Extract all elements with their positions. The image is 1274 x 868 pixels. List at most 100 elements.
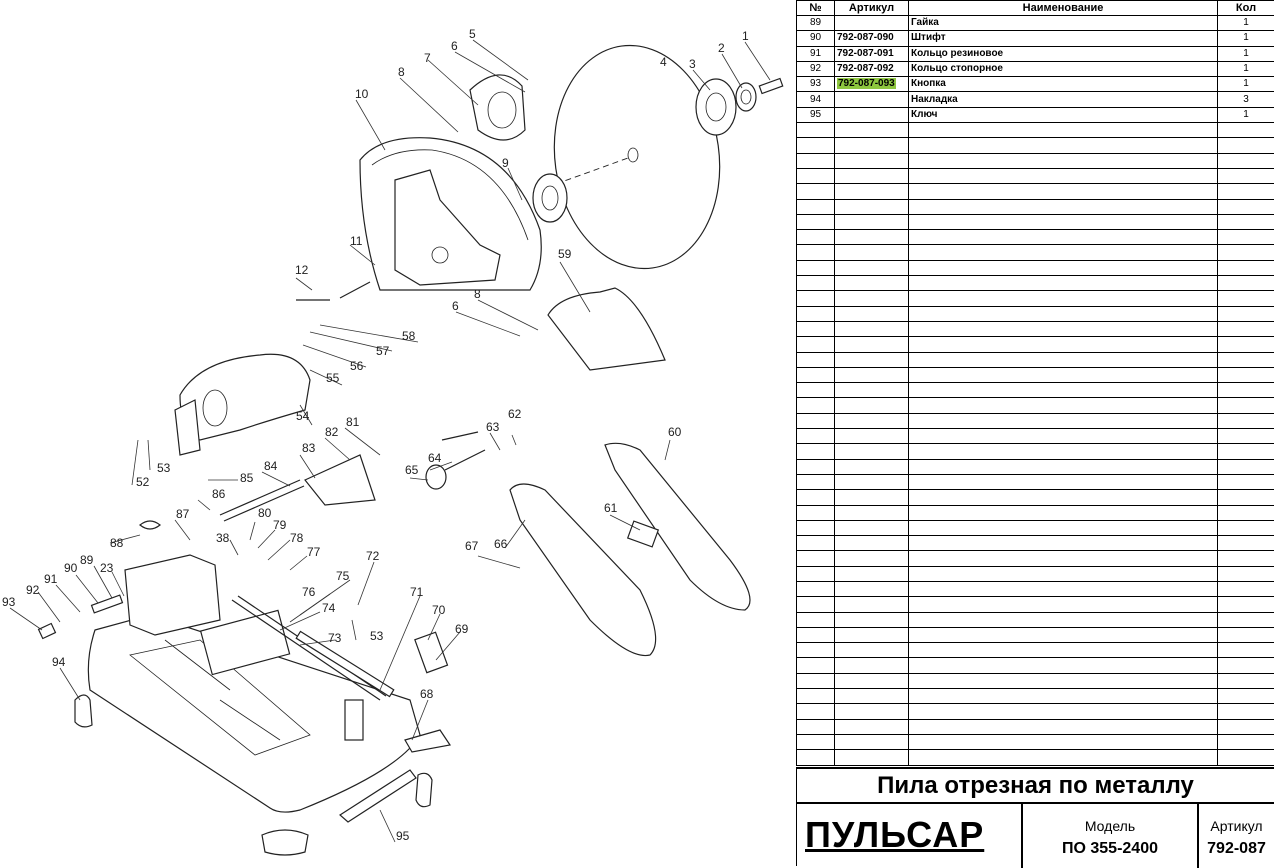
cell-name: Кольцо резиновое — [909, 46, 1218, 61]
cell-qty — [1218, 719, 1274, 734]
callout-10: 10 — [355, 87, 369, 101]
saw-blade — [540, 35, 734, 280]
callout-53: 53 — [157, 461, 171, 475]
cell-name — [909, 474, 1218, 489]
cell-name: Штифт — [909, 31, 1218, 46]
cell-no — [797, 612, 835, 627]
empty-row — [797, 199, 1274, 214]
cell-name — [909, 490, 1218, 505]
cell-no — [797, 276, 835, 291]
callout-54: 54 — [296, 409, 310, 423]
cell-article: 792-087-092 — [835, 61, 909, 76]
cell-qty — [1218, 612, 1274, 627]
cell-no — [797, 536, 835, 551]
empty-row — [797, 612, 1274, 627]
empty-row — [797, 291, 1274, 306]
cell-name — [909, 704, 1218, 719]
cell-no — [797, 704, 835, 719]
bracket — [305, 455, 375, 505]
motor-housing — [180, 354, 310, 440]
callout-6: 6 — [451, 39, 458, 53]
cell-no — [797, 138, 835, 153]
cell-no — [797, 291, 835, 306]
cell-article: 792-087-090 — [835, 31, 909, 46]
empty-row — [797, 337, 1274, 352]
callout-64: 64 — [428, 451, 442, 465]
cell-name: Гайка — [909, 16, 1218, 31]
header-qty: Кол — [1218, 1, 1274, 16]
cell-article — [835, 566, 909, 581]
empty-row — [797, 413, 1274, 428]
cell-article — [835, 16, 909, 31]
callout-2: 2 — [718, 41, 725, 55]
cell-qty — [1218, 291, 1274, 306]
cell-no — [797, 367, 835, 382]
callout-56: 56 — [350, 359, 364, 373]
empty-row — [797, 505, 1274, 520]
cell-no: 90 — [797, 31, 835, 46]
empty-row — [797, 536, 1274, 551]
empty-row — [797, 260, 1274, 275]
empty-row — [797, 459, 1274, 474]
cell-name — [909, 689, 1218, 704]
empty-row — [797, 153, 1274, 168]
callout-94: 94 — [52, 655, 66, 669]
empty-row — [797, 734, 1274, 749]
cell-article — [835, 123, 909, 138]
cell-name — [909, 750, 1218, 765]
article-caption: Артикул — [1199, 818, 1274, 834]
cell-name: Накладка — [909, 92, 1218, 107]
cell-name — [909, 230, 1218, 245]
cell-no — [797, 551, 835, 566]
callout-53b: 53 — [370, 629, 384, 643]
cell-qty — [1218, 337, 1274, 352]
cell-name — [909, 214, 1218, 229]
vice-plate — [125, 555, 220, 635]
empty-row — [797, 597, 1274, 612]
callout-52: 52 — [136, 475, 150, 489]
cell-no — [797, 398, 835, 413]
empty-row — [797, 581, 1274, 596]
cell-qty — [1218, 230, 1274, 245]
header-name: Наименование — [909, 1, 1218, 16]
callout-58: 58 — [402, 329, 416, 343]
callout-69: 69 — [455, 622, 469, 636]
cell-name — [909, 597, 1218, 612]
callout-65: 65 — [405, 463, 419, 477]
empty-row — [797, 673, 1274, 688]
callout-59: 59 — [558, 247, 572, 261]
callout-92: 92 — [26, 583, 40, 597]
cell-article — [835, 107, 909, 122]
cell-no — [797, 306, 835, 321]
cell-name — [909, 153, 1218, 168]
cell-name — [909, 444, 1218, 459]
cell-qty — [1218, 123, 1274, 138]
table-header-row: № Артикул Наименование Кол — [797, 1, 1274, 16]
empty-row — [797, 490, 1274, 505]
cell-article — [835, 337, 909, 352]
cell-name — [909, 306, 1218, 321]
empty-row — [797, 719, 1274, 734]
cell-qty — [1218, 581, 1274, 596]
cell-no — [797, 444, 835, 459]
cell-name — [909, 291, 1218, 306]
callout-71: 71 — [410, 585, 424, 599]
cell-article — [835, 627, 909, 642]
callout-86: 86 — [212, 487, 226, 501]
cell-no — [797, 490, 835, 505]
callout-23: 23 — [100, 561, 114, 575]
empty-row — [797, 658, 1274, 673]
cell-no — [797, 153, 835, 168]
cell-qty: 1 — [1218, 61, 1274, 76]
cell-name — [909, 566, 1218, 581]
cell-no — [797, 184, 835, 199]
cell-name — [909, 719, 1218, 734]
cell-no — [797, 673, 835, 688]
empty-row — [797, 214, 1274, 229]
cell-qty — [1218, 184, 1274, 199]
callout-6b: 6 — [452, 299, 459, 313]
